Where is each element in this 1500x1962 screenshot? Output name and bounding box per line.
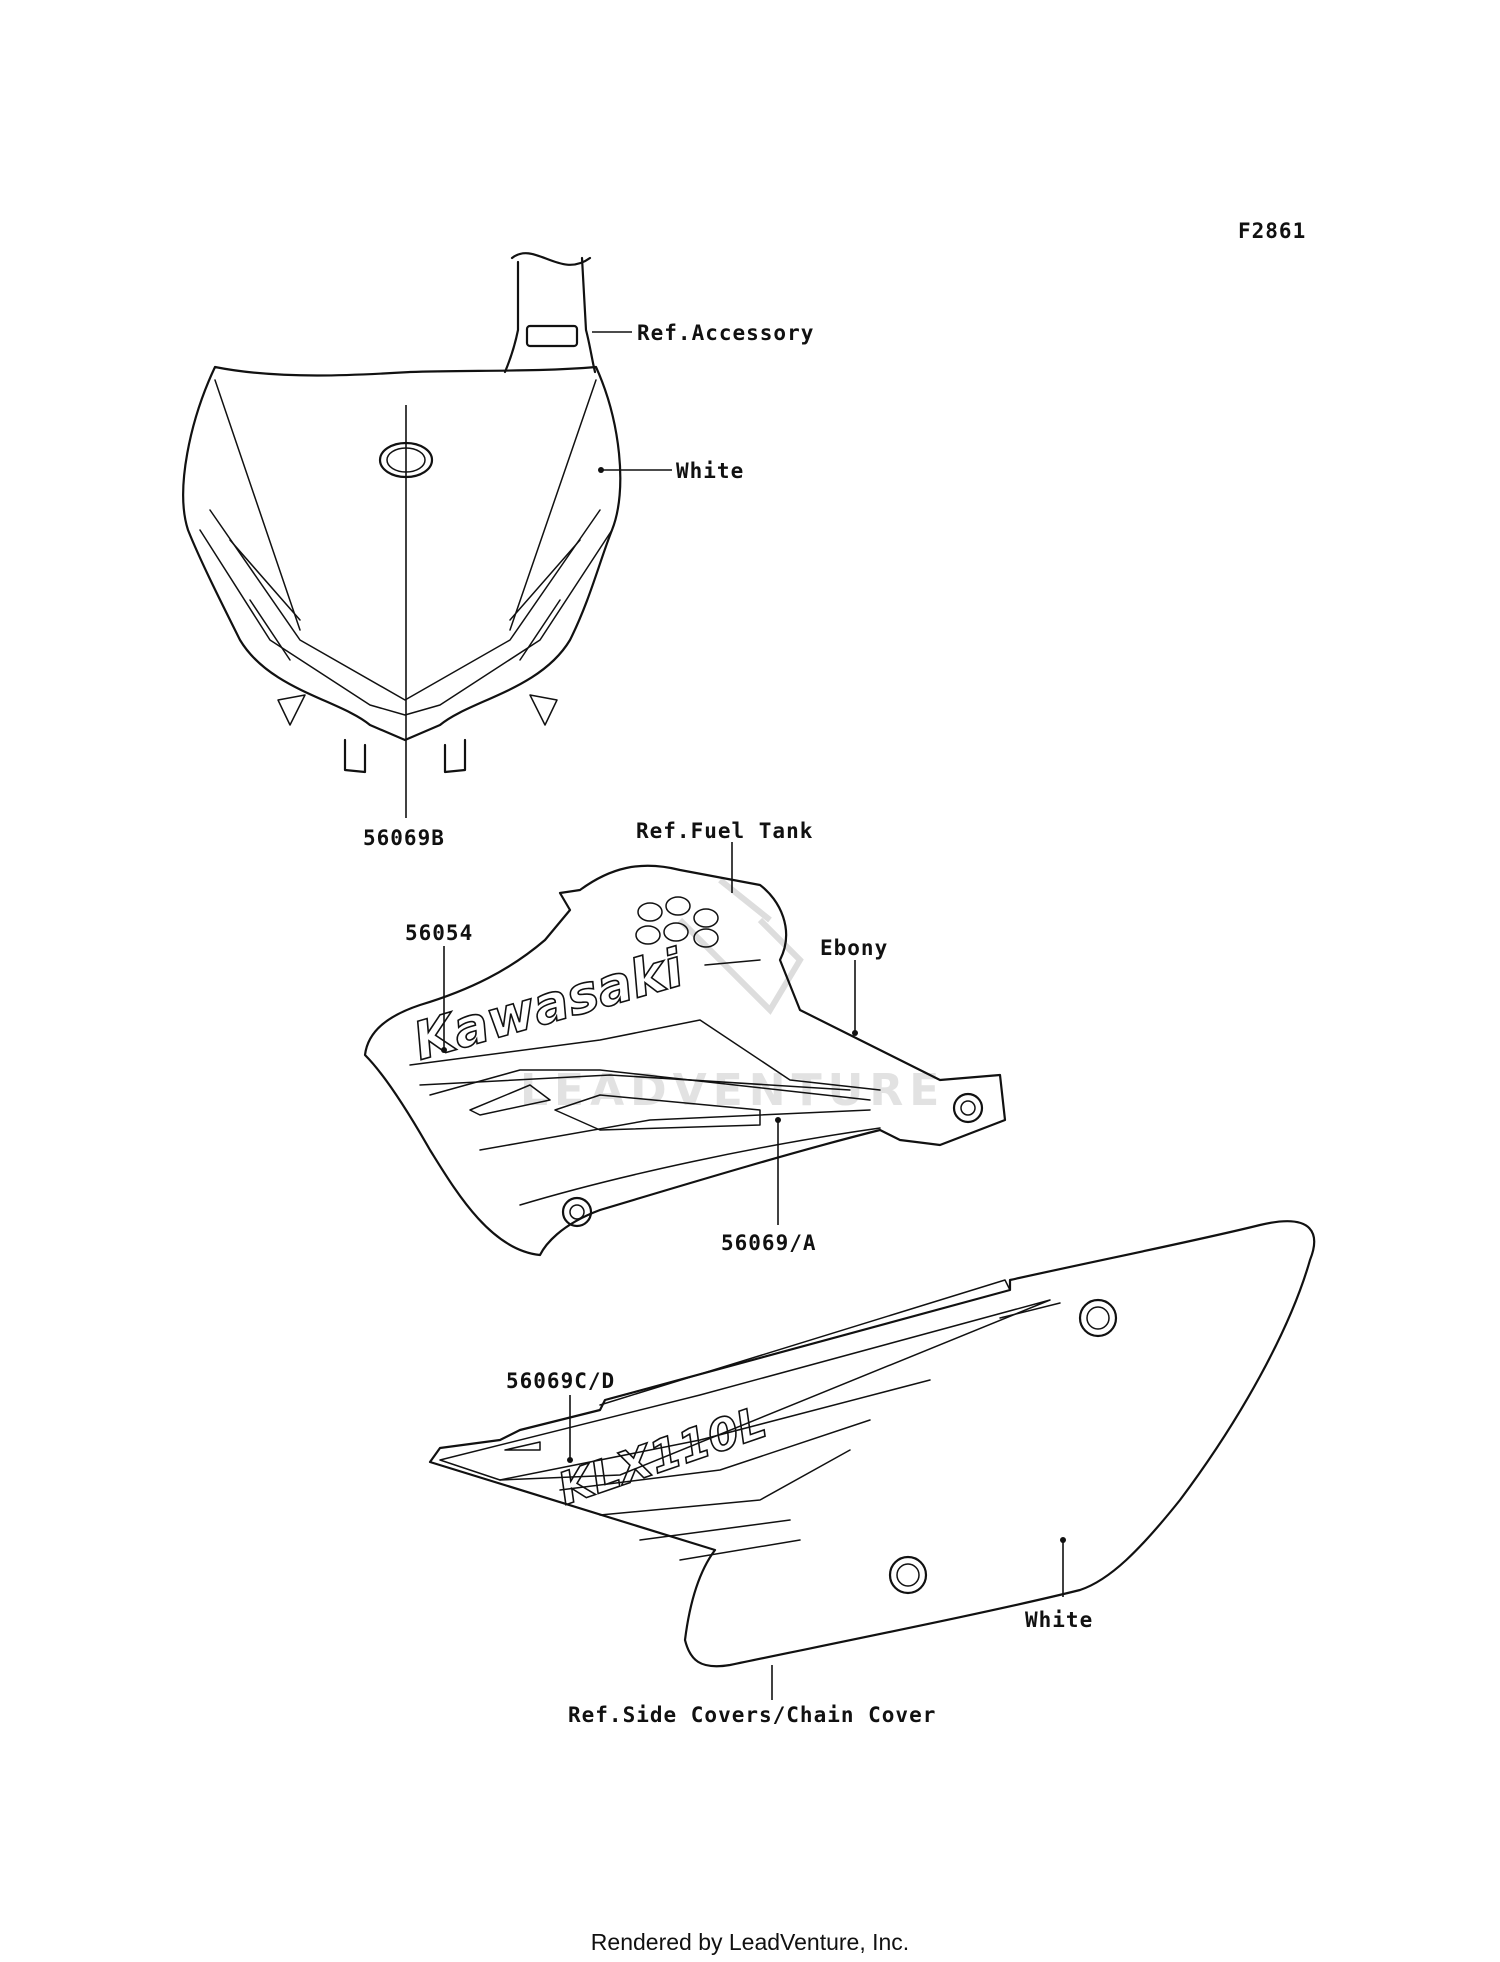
front-number-plate [182, 252, 622, 780]
label-56069b: 56069B [363, 826, 445, 850]
kawasaki-decal-text: Kawasaki [407, 938, 691, 1072]
accessory-tab [525, 324, 579, 348]
label-56054: 56054 [405, 921, 473, 945]
leader-lines [405, 331, 1066, 1700]
label-white-top: White [676, 459, 744, 483]
label-56069cd: 56069C/D [506, 1369, 615, 1393]
side-cover: KLX110L [428, 1220, 1316, 1668]
label-ref-accessory: Ref.Accessory [637, 321, 814, 345]
watermark-text: LEADVENTURE [520, 1065, 945, 1116]
label-ref-side-covers: Ref.Side Covers/Chain Cover [568, 1703, 936, 1727]
label-white-bottom: White [1025, 1608, 1093, 1632]
footer-credit: Rendered by LeadVenture, Inc. [591, 1929, 909, 1955]
label-56069a: 56069/A [721, 1231, 817, 1255]
label-ref-fuel-tank: Ref.Fuel Tank [636, 819, 813, 843]
callout-labels: Ref.Accessory White 56069B Ref.Fuel Tank… [363, 321, 1093, 1727]
figure-id: F2861 [1238, 219, 1306, 243]
label-ebony: Ebony [820, 936, 888, 960]
